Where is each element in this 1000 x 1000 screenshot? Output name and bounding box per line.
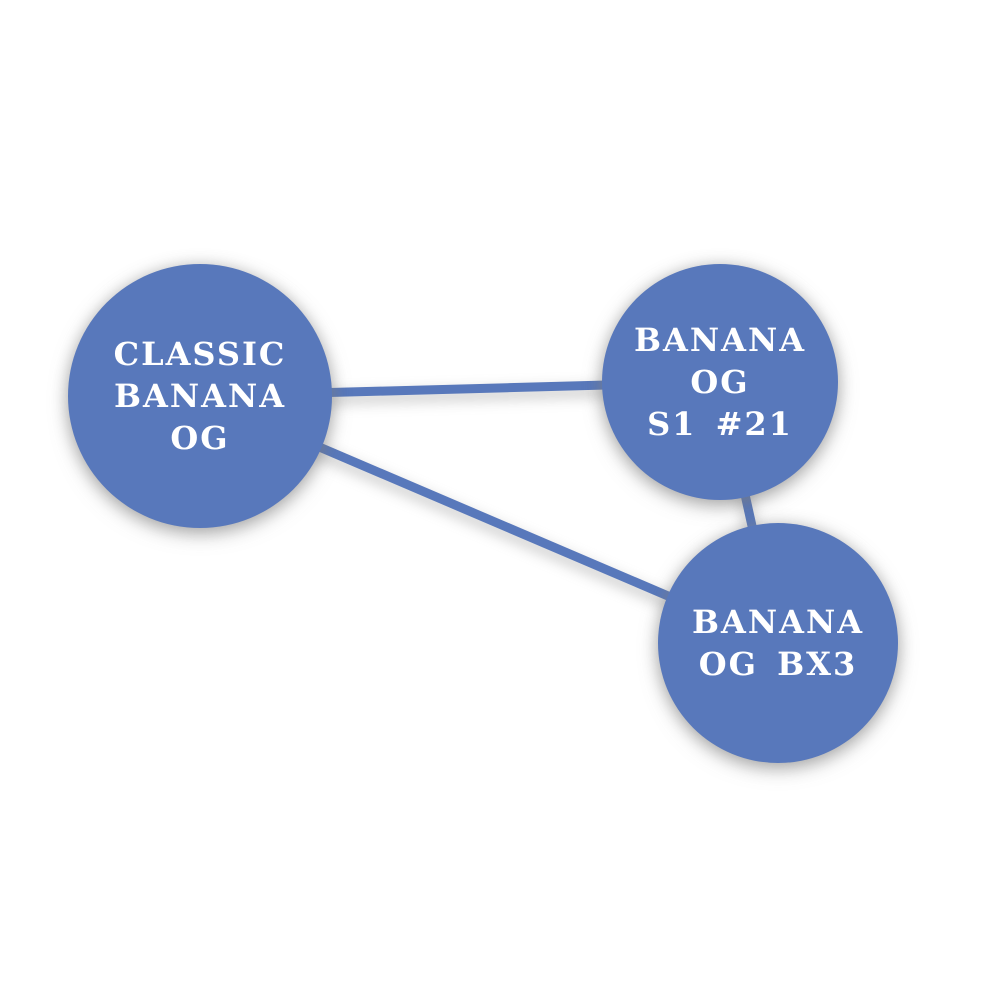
node-label-banana-og-s1-21: BANANA OG S1 #21 (633, 320, 807, 444)
node-banana-og-bx3[interactable]: BANANA OG BX3 (658, 523, 898, 763)
node-banana-og-s1-21[interactable]: BANANA OG S1 #21 (602, 264, 838, 500)
node-label-banana-og-bx3: BANANA OG BX3 (691, 602, 865, 683)
node-label-classic-banana-og: CLASSIC BANANA OG (113, 334, 287, 458)
node-classic-banana-og[interactable]: CLASSIC BANANA OG (68, 264, 332, 528)
